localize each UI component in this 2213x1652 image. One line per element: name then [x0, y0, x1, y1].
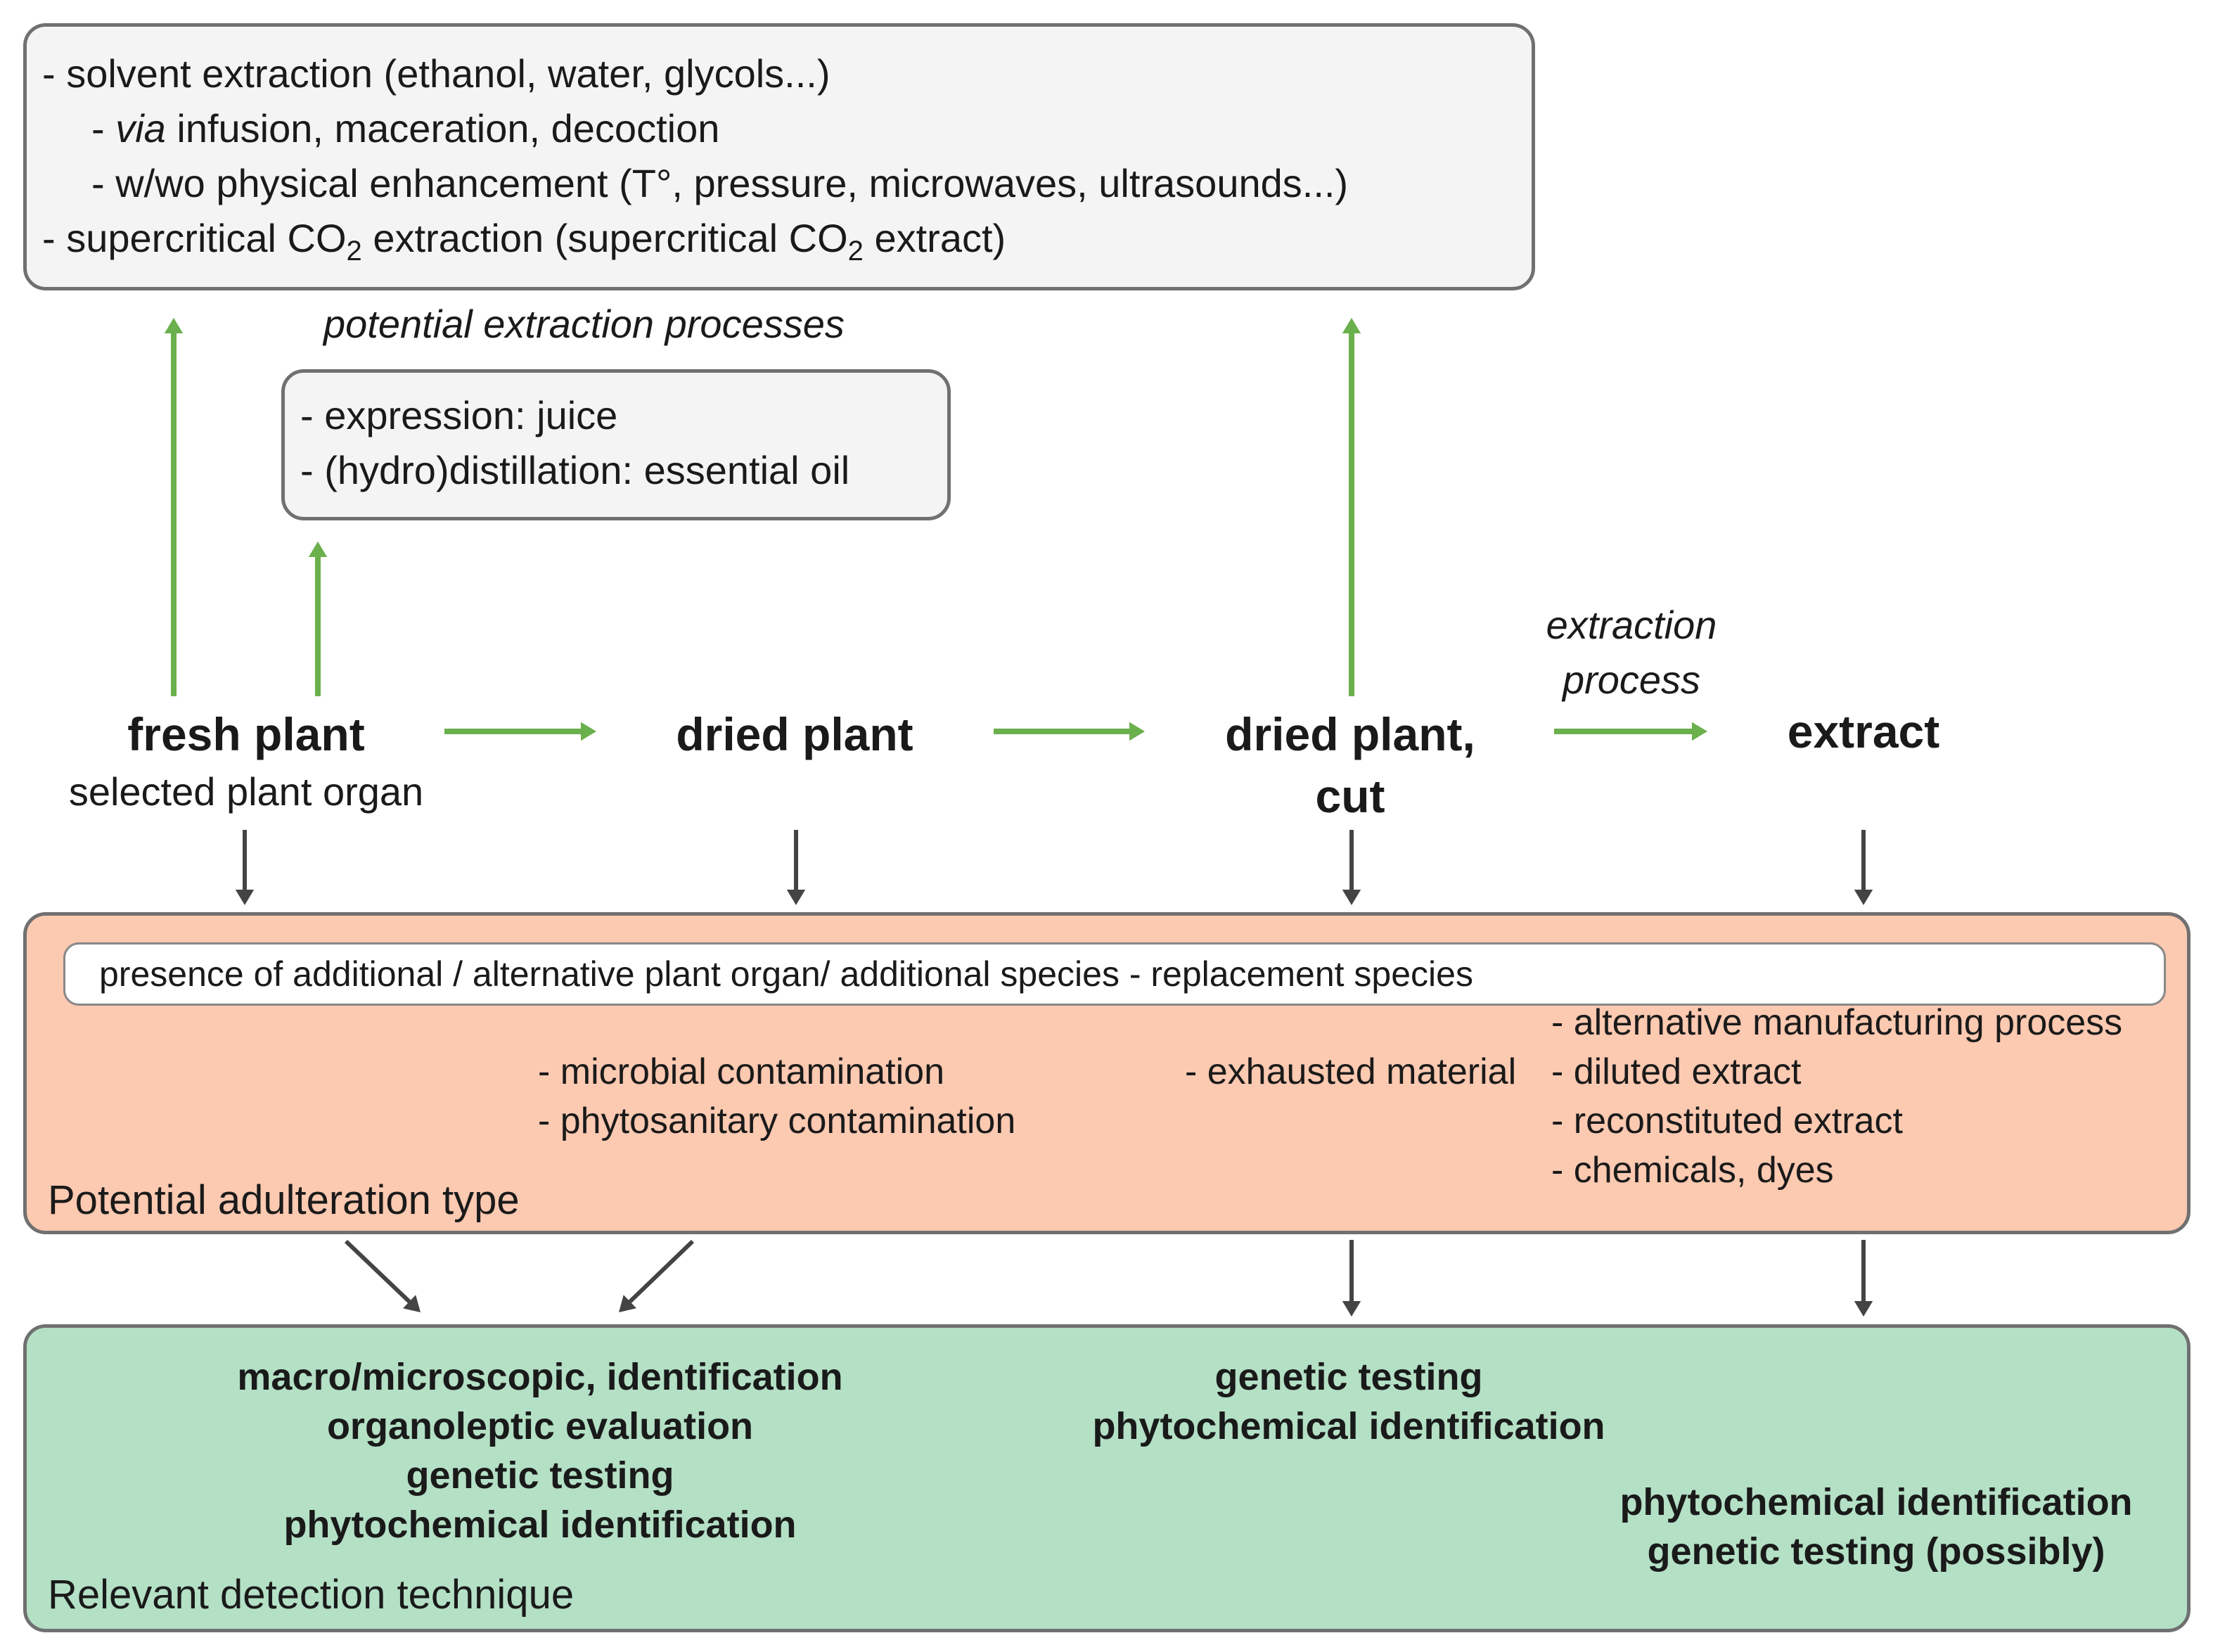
- arrow-adult-diag-left-head: [619, 1295, 637, 1312]
- stage-dried-plant-cut: dried plant, cut: [1167, 703, 1533, 827]
- chemicals-dyes-item: - chemicals, dyes: [1551, 1150, 1834, 1191]
- arrow-adult-cut-down-head: [1342, 1301, 1361, 1317]
- microbial-item: - microbial contamination: [538, 1051, 945, 1092]
- stage-fresh-plant: fresh plant selected plant organ: [21, 703, 471, 819]
- detection-right-list: phytochemical identification genetic tes…: [1560, 1478, 2193, 1576]
- arrow-dried-down-head: [786, 890, 806, 905]
- arrow-cut-to-extract-head: [1692, 722, 1707, 741]
- sc-part-c: extract): [863, 216, 1006, 260]
- arrow-fresh-down-head: [235, 890, 255, 905]
- detection-box: macro/microscopic, identification organo…: [23, 1324, 2190, 1632]
- adulteration-box: presence of additional / alternative pla…: [23, 912, 2190, 1234]
- arrow-dried-down: [786, 830, 806, 905]
- detection-genetic-left: genetic testing: [406, 1454, 674, 1497]
- arrow-fresh-to-dried-head: [581, 722, 596, 741]
- diluted-extract-item: - diluted extract: [1551, 1051, 1802, 1092]
- adulteration-banner-text: presence of additional / alternative pla…: [99, 954, 1473, 994]
- adulteration-banner: presence of additional / alternative pla…: [63, 942, 2166, 1006]
- detection-label: Relevant detection technique: [48, 1572, 575, 1618]
- arrow-cut-to-extraction-up: [1342, 318, 1361, 696]
- arrow-fresh-to-expression-up-head: [308, 542, 328, 557]
- detection-phytochem-left: phytochemical identification: [283, 1504, 797, 1546]
- extraction-methods-box: - solvent extraction (ethanol, water, gl…: [23, 23, 1535, 290]
- arrow-fresh-to-extraction-up-head: [164, 318, 184, 333]
- arrow-fresh-to-expression-up: [308, 542, 328, 696]
- arrow-dried-to-cut: [994, 722, 1145, 741]
- microbial-list: - microbial contamination - phytosanitar…: [538, 1047, 1015, 1146]
- extraction-process-label: extraction process: [1491, 598, 1772, 707]
- detection-genetic-possibly: genetic testing (possibly): [1647, 1530, 2105, 1573]
- stage-dried-plant: dried plant: [676, 708, 913, 760]
- stage-cut-line1: dried plant,: [1225, 708, 1475, 760]
- via-italic: via: [115, 106, 166, 151]
- arrow-cut-to-extraction-up-head: [1342, 318, 1361, 333]
- detection-left-list: macro/microscopic, identification organo…: [153, 1352, 927, 1549]
- sc-part-b: extraction (supercritical CO: [361, 216, 848, 260]
- stage-fresh-title: fresh plant: [127, 708, 365, 760]
- stage-fresh-subtitle: selected plant organ: [68, 769, 424, 814]
- arrow-fresh-down: [235, 830, 255, 905]
- expression-line-distillation: - (hydro)distillation: essential oil: [300, 448, 850, 492]
- stage-extract: extract: [1787, 705, 1940, 757]
- reconstituted-extract-item: - reconstituted extract: [1551, 1101, 1903, 1141]
- extraction-line-via: - via infusion, maceration, decoction: [42, 101, 1348, 156]
- via-rest: infusion, maceration, decoction: [165, 106, 720, 151]
- arrow-cut-down-head: [1342, 890, 1361, 905]
- arrow-adult-extract-down-head: [1854, 1301, 1873, 1317]
- extraction-process-line1: extraction: [1546, 603, 1717, 647]
- alt-manufacturing-item: - alternative manufacturing process: [1551, 1002, 2123, 1043]
- stage-cut-line2: cut: [1315, 770, 1385, 822]
- arrow-fresh-to-extraction-up: [164, 318, 184, 696]
- extraction-line-enhancement: - w/wo physical enhancement (T°, pressur…: [91, 161, 1349, 205]
- phytosanitary-item: - phytosanitary contamination: [538, 1101, 1016, 1141]
- exhausted-material: - exhausted material: [1185, 1051, 1517, 1092]
- sc-part-a: - supercritical CO: [42, 216, 347, 260]
- arrow-extract-down-head: [1854, 890, 1873, 905]
- detection-organoleptic: organoleptic evaluation: [326, 1405, 754, 1447]
- arrow-dried-to-cut-head: [1129, 722, 1145, 741]
- arrow-adult-diag-right: [344, 1239, 421, 1312]
- arrow-fresh-to-dried: [444, 722, 596, 741]
- arrow-adult-diag-right-shaft: [344, 1239, 412, 1305]
- expression-line-juice: - expression: juice: [300, 393, 618, 437]
- sc-sub-2: 2: [847, 236, 864, 267]
- arrow-adult-extract-down: [1854, 1240, 1873, 1317]
- via-prefix: -: [91, 106, 116, 151]
- detection-middle-list: genetic testing phytochemical identifica…: [1032, 1352, 1665, 1451]
- arrow-cut-down: [1342, 830, 1361, 905]
- adulteration-label: Potential adulteration type: [48, 1177, 520, 1223]
- expression-distillation-box: - expression: juice - (hydro)distillatio…: [281, 369, 951, 520]
- sc-sub-1: 2: [346, 236, 362, 267]
- extraction-line-supercritical: - supercritical CO2 extraction (supercri…: [42, 211, 1348, 278]
- detection-genetic-middle: genetic testing: [1214, 1356, 1483, 1398]
- extraction-process-line2: process: [1562, 658, 1701, 702]
- potential-extraction-label: potential extraction processes: [323, 302, 845, 346]
- detection-macro-micro: macro/microscopic, identification: [237, 1356, 843, 1398]
- detection-phytochem-right: phytochemical identification: [1619, 1481, 2133, 1523]
- extraction-line-solvent: - solvent extraction (ethanol, water, gl…: [42, 51, 830, 96]
- arrow-cut-to-extract: [1554, 722, 1707, 741]
- arrow-extract-down: [1854, 830, 1873, 905]
- arrow-adult-diag-left: [619, 1239, 695, 1312]
- arrow-adult-cut-down: [1342, 1240, 1361, 1317]
- detection-phytochem-middle: phytochemical identification: [1092, 1405, 1605, 1447]
- arrow-adult-diag-left-shaft: [627, 1239, 695, 1305]
- extract-adulteration-list: - alternative manufacturing process - di…: [1551, 998, 2122, 1195]
- arrow-adult-diag-right-head: [402, 1295, 421, 1312]
